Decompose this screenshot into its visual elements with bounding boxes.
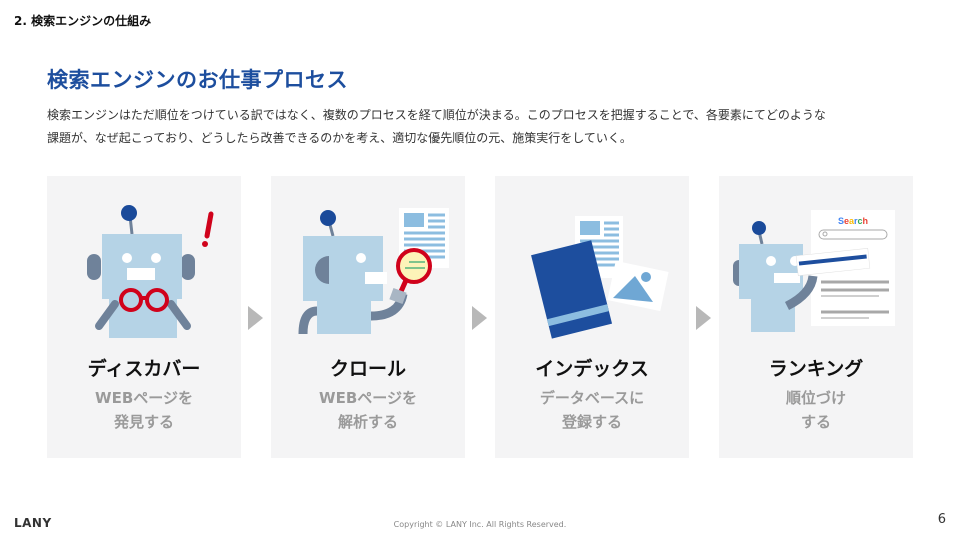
desc-line-2: 登録する xyxy=(561,413,622,431)
arrow-right-icon xyxy=(696,306,711,330)
step-description: 順位づけ する xyxy=(719,386,913,434)
arrow-right-icon xyxy=(248,306,263,330)
desc-line-1: 順位づけ xyxy=(785,389,846,407)
database-documents-icon xyxy=(531,216,669,339)
robot-search-results-icon: Search xyxy=(733,210,895,332)
step-name: ディスカバー xyxy=(87,358,201,380)
step-card-index: インデックス データベースに 登録する xyxy=(495,176,689,458)
section-label: 2. 検索エンジンの仕組み xyxy=(14,14,152,28)
desc-line-2: 発見する xyxy=(113,413,174,431)
step-card-ranking: Search ランキング 順位づけ する xyxy=(719,176,913,458)
intro-line-2: 課題が、なぜ起こっており、どうしたら改善できるのかを考え、適切な優先順位の元、施… xyxy=(47,131,632,145)
page-title: 検索エンジンのお仕事プロセス xyxy=(47,68,348,92)
step-name: インデックス xyxy=(535,358,649,380)
step-description: WEBページを 発見する xyxy=(47,386,241,434)
desc-line-2: 解析する xyxy=(337,413,398,431)
step-description: データベースに 登録する xyxy=(495,386,689,434)
step-card-crawl: クロール WEBページを 解析する xyxy=(271,176,465,458)
desc-line-2: する xyxy=(800,413,831,431)
step-description: WEBページを 解析する xyxy=(271,386,465,434)
arrow-right-icon xyxy=(472,306,487,330)
page-number: 6 xyxy=(937,512,946,527)
svg-text:Search: Search xyxy=(838,216,868,226)
robot-magnifier-icon xyxy=(298,208,449,335)
robot-binoculars-icon xyxy=(87,205,214,338)
step-card-discover: ディスカバー WEBページを 発見する xyxy=(47,176,241,458)
intro-line-1: 検索エンジンはただ順位をつけている訳ではなく、複数のプロセスを経て順位が決まる。… xyxy=(47,108,826,122)
desc-line-1: データベースに xyxy=(539,389,645,407)
company-logo: LANY xyxy=(14,516,52,530)
step-name: ランキング xyxy=(768,358,864,380)
copyright-text: Copyright © LANY Inc. All Rights Reserve… xyxy=(393,520,567,529)
desc-line-1: WEBページを xyxy=(319,389,417,407)
desc-line-1: WEBページを xyxy=(95,389,193,407)
step-name: クロール xyxy=(329,358,406,380)
intro-text: 検索エンジンはただ順位をつけている訳ではなく、複数のプロセスを経て順位が決まる。… xyxy=(47,104,927,150)
